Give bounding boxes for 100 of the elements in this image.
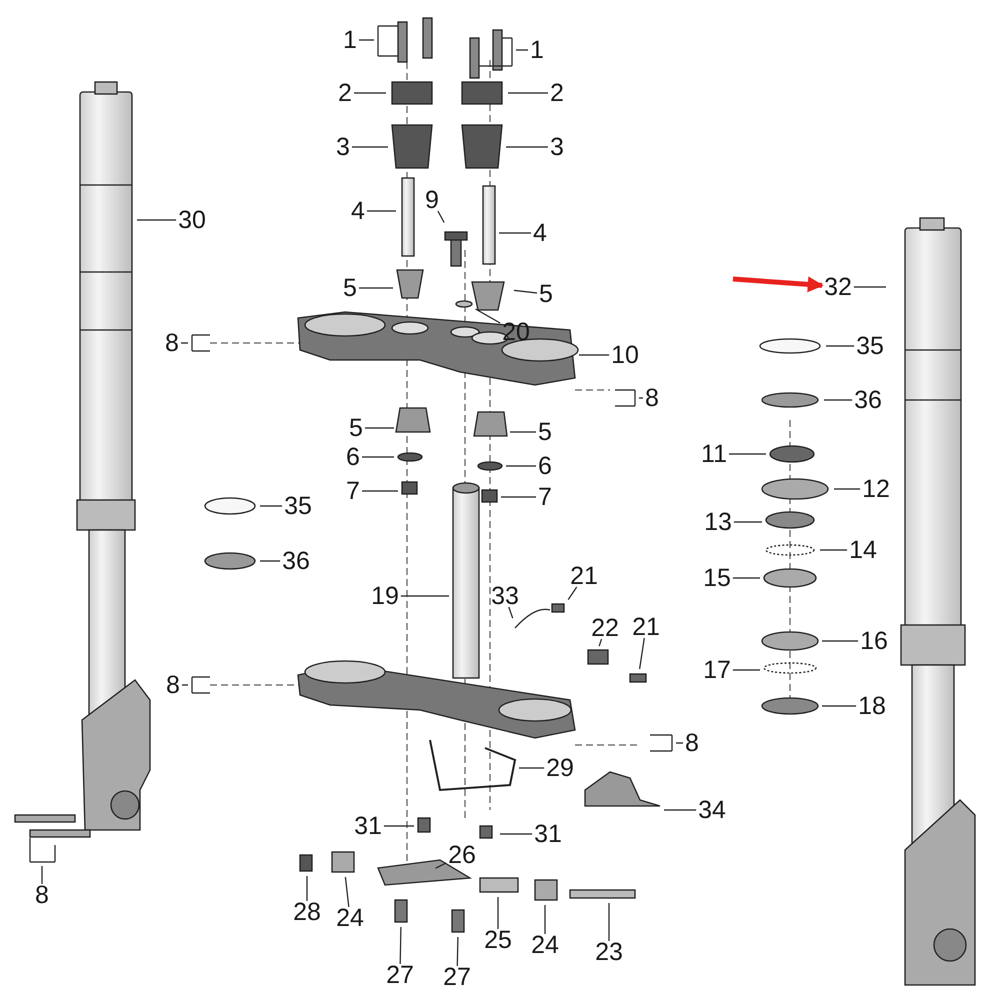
leader-line <box>544 905 546 934</box>
leader-line <box>358 25 399 57</box>
callout-number: 36 <box>854 387 882 413</box>
leader-line <box>362 456 394 458</box>
callout-number: 9 <box>425 187 439 213</box>
callout-number: 8 <box>645 385 659 411</box>
callout-number: 5 <box>349 415 363 441</box>
callout-number: 8 <box>35 882 49 908</box>
callout-number: 24 <box>336 905 364 931</box>
leader-line <box>598 638 602 646</box>
leader-line <box>824 399 852 401</box>
callout-number: 33 <box>491 583 519 609</box>
leader-line <box>834 488 860 490</box>
leader-line <box>664 809 696 811</box>
leader-line <box>352 146 388 148</box>
callout-number: 19 <box>371 583 399 609</box>
callout-number: 31 <box>354 813 382 839</box>
leader-line <box>137 219 176 221</box>
callout-number: 30 <box>178 207 206 233</box>
callout-number: 5 <box>539 281 553 307</box>
callout-number: 8 <box>165 330 179 356</box>
callout-number: 35 <box>856 333 884 359</box>
leader-line <box>29 837 56 885</box>
callout-number: 2 <box>550 80 564 106</box>
leader-line <box>435 862 446 869</box>
leader-line <box>639 638 645 670</box>
leader-line <box>478 37 529 67</box>
leader-line <box>365 427 394 429</box>
callout-number: 2 <box>338 80 352 106</box>
callout-number: 14 <box>849 537 877 563</box>
leader-line <box>614 389 644 407</box>
callout-number: 18 <box>858 693 886 719</box>
callout-number: 16 <box>860 628 888 654</box>
leader-line <box>510 431 536 433</box>
leader-line <box>400 926 402 964</box>
callout-number: 25 <box>484 927 512 953</box>
callout-number: 29 <box>546 755 574 781</box>
leader-line <box>354 92 386 94</box>
callout-number: 21 <box>570 563 598 589</box>
callout-number: 35 <box>284 493 312 519</box>
callout-number: 8 <box>685 730 699 756</box>
callout-number: 32 <box>824 274 852 300</box>
callout-number: 7 <box>538 484 552 510</box>
leader-line <box>359 287 393 289</box>
callout-number: 6 <box>346 444 360 470</box>
callout-number: 36 <box>282 548 310 574</box>
leader-line <box>826 345 854 347</box>
leader-line <box>506 146 548 148</box>
leader-line <box>362 490 398 492</box>
callout-number: 34 <box>698 797 726 823</box>
callout-number: 28 <box>293 899 321 925</box>
callout-number: 8 <box>166 672 180 698</box>
leader-line <box>181 676 211 694</box>
leader-line <box>499 232 531 234</box>
callout-number: 27 <box>386 962 414 988</box>
leader-line <box>475 308 500 324</box>
callout-number: 5 <box>343 275 357 301</box>
leader-line <box>501 496 536 498</box>
leader-line <box>734 521 762 523</box>
leader-line <box>497 897 499 929</box>
leader-line <box>456 936 458 966</box>
leader-line <box>260 505 282 507</box>
leader-line <box>729 453 766 455</box>
callout-number: 12 <box>862 476 890 502</box>
leader-line <box>649 734 684 752</box>
callout-number: 3 <box>336 134 350 160</box>
callout-number: 1 <box>343 27 357 53</box>
leader-line <box>506 465 536 467</box>
callout-number: 23 <box>595 939 623 965</box>
callout-number: 21 <box>632 614 660 640</box>
leader-line <box>367 210 396 212</box>
callout-number: 13 <box>704 509 732 535</box>
leader-line <box>579 354 610 356</box>
leader-line <box>306 876 308 901</box>
callout-number: 22 <box>591 615 619 641</box>
callout-number: 26 <box>448 842 476 868</box>
leader-line <box>822 640 858 642</box>
leader-line <box>400 595 449 597</box>
callout-number: 6 <box>538 453 552 479</box>
leader-line <box>822 705 856 707</box>
callout-number: 27 <box>443 964 471 990</box>
leader-line <box>519 767 544 769</box>
callout-number: 20 <box>502 319 530 345</box>
callout-number: 4 <box>533 220 547 246</box>
callout-number: 1 <box>530 37 544 63</box>
callout-number: 15 <box>703 565 731 591</box>
callout-number: 7 <box>346 478 360 504</box>
callout-number: 17 <box>703 657 731 683</box>
leader-line <box>732 577 760 579</box>
leader-line <box>180 334 211 352</box>
leader-line <box>384 825 414 827</box>
callout-number: 10 <box>611 342 639 368</box>
arrow <box>732 276 824 292</box>
leader-line <box>508 92 548 94</box>
leader-line <box>508 606 514 618</box>
callout-number: 31 <box>534 821 562 847</box>
leader-line <box>820 549 848 551</box>
leader-line <box>568 586 578 600</box>
leader-line <box>514 290 538 294</box>
callout-number: 4 <box>351 198 365 224</box>
